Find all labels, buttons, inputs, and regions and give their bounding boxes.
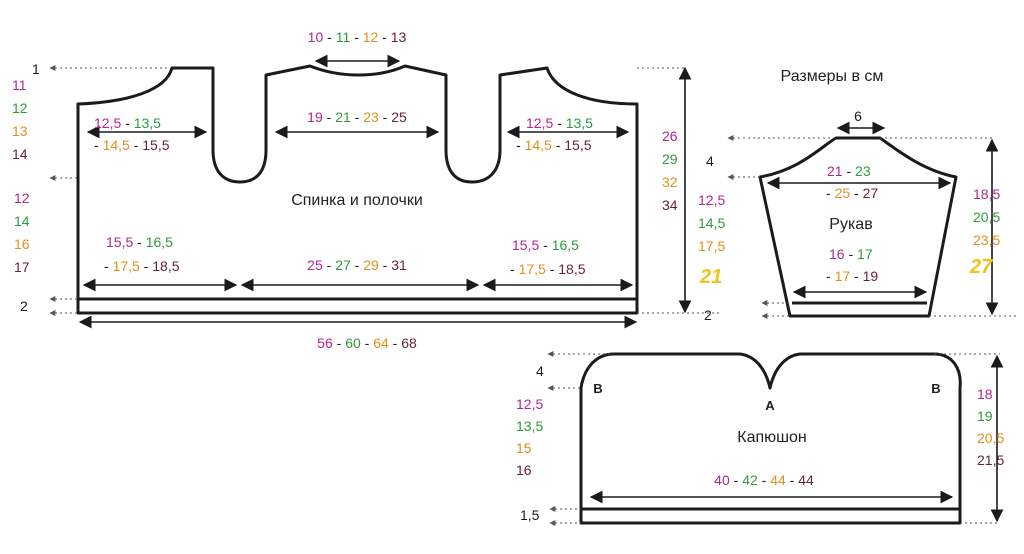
sleeve-piece: Рукав 6 21 - 23 - 25 - 27 16 - 17 - 17 -…	[698, 108, 1016, 323]
back-right-bottom-sizes-line2: - 17,5 - 18,5	[510, 261, 586, 277]
size-value: 19	[977, 408, 993, 424]
size-value: 29	[662, 151, 678, 167]
hood-width-sizes: 40 - 42 - 44 - 44	[714, 472, 814, 488]
sleeve-left-cap-value: 4	[706, 153, 714, 169]
sleeve-right-length-sizes: 18,5 20,5 23,5	[973, 186, 1000, 248]
sleeve-top-value: 6	[854, 108, 862, 124]
back-left-armhole-sizes: 11 12 13 14	[12, 77, 28, 162]
size-value: 13	[12, 123, 28, 139]
back-center-mid-sizes: 19 - 21 - 23 - 25	[307, 109, 407, 125]
hood-piece: Капюшон A B B 40 - 42 - 44 - 44 4 1,5 12…	[516, 351, 1004, 526]
sleeve-right-handwritten-value: 27	[969, 256, 993, 278]
back-left-rib-value: 2	[20, 298, 28, 314]
sleeve-left-handwritten-value: 21	[699, 266, 722, 288]
size-value: 12	[12, 100, 28, 116]
hood-right-height-sizes: 18 19 20,5 21,5	[977, 386, 1004, 468]
hood-point-b-left: B	[593, 381, 602, 396]
hood-point-b-right: B	[931, 381, 940, 396]
back-piece-label: Спинка и полочки	[291, 192, 423, 209]
sleeve-left-body-sizes: 12,5 14,5 17,5	[698, 192, 725, 254]
back-right-bottom-sizes-line1: 15,5 - 16,5	[512, 237, 579, 253]
size-value: 26	[662, 128, 678, 144]
back-left-top-value: 1	[32, 61, 40, 77]
size-value: 21,5	[977, 452, 1004, 468]
size-value: 16	[516, 462, 532, 478]
back-neck-sizes: 10 - 11 - 12 - 13	[308, 29, 407, 45]
sleeve-cap-sizes-line1: 21 - 23	[827, 163, 871, 179]
sleeve-bottom-sizes-line1: 16 - 17	[829, 246, 873, 262]
back-center-bottom-sizes: 25 - 27 - 29 - 31	[307, 257, 407, 273]
hood-left-rib-value: 1,5	[520, 507, 540, 523]
size-value: 20,5	[977, 430, 1004, 446]
size-value: 14	[12, 146, 28, 162]
hood-point-a: A	[765, 398, 775, 413]
back-right-mid-sizes-line2: - 14,5 - 15,5	[516, 137, 592, 153]
back-outline	[76, 64, 639, 315]
sleeve-cap-sizes-line2: - 25 - 27	[826, 185, 878, 201]
size-value: 12	[14, 190, 30, 206]
sleeve-piece-label: Рукав	[829, 216, 872, 233]
back-right-mid-sizes-line1: 12,5 - 13,5	[526, 115, 593, 131]
back-left-body-sizes: 12 14 16 17	[14, 190, 30, 275]
size-value: 14,5	[698, 215, 725, 231]
size-value: 16	[14, 236, 30, 252]
size-value: 18	[977, 386, 993, 402]
hood-outline	[579, 352, 962, 525]
size-value: 17,5	[698, 238, 725, 254]
hood-left-top-value: 4	[536, 363, 544, 379]
sleeve-bottom-sizes-line2: - 17 - 19	[826, 268, 878, 284]
size-value: 18,5	[973, 186, 1000, 202]
back-left-mid-sizes-line1: 12,5 - 13,5	[94, 115, 161, 131]
size-value: 13,5	[516, 418, 543, 434]
size-value: 15	[516, 440, 532, 456]
back-left-bottom-sizes-line1: 15,5 - 16,5	[106, 234, 173, 250]
size-value: 14	[14, 213, 30, 229]
size-value: 17	[14, 259, 30, 275]
size-value: 20,5	[973, 209, 1000, 225]
sleeve-left-rib-value: 2	[704, 307, 712, 323]
size-value: 32	[662, 174, 678, 190]
hood-piece-label: Капюшон	[737, 429, 806, 446]
units-title: Размеры в см	[781, 68, 884, 85]
back-and-fronts-piece: Спинка и полочки 10 - 11 - 12 - 13 12,5 …	[12, 29, 720, 351]
size-value: 23,5	[973, 232, 1000, 248]
back-right-length-sizes: 26 29 32 34	[662, 128, 678, 213]
size-value: 12,5	[516, 396, 543, 412]
back-left-mid-sizes-line2: - 14,5 - 15,5	[94, 137, 170, 153]
size-value: 12,5	[698, 192, 725, 208]
size-value: 11	[12, 77, 27, 93]
hood-left-body-sizes: 12,5 13,5 15 16	[516, 396, 543, 478]
back-total-width-sizes: 56 - 60 - 64 - 68	[317, 335, 417, 351]
back-left-bottom-sizes-line2: - 17,5 - 18,5	[104, 258, 180, 274]
size-value: 34	[662, 197, 678, 213]
